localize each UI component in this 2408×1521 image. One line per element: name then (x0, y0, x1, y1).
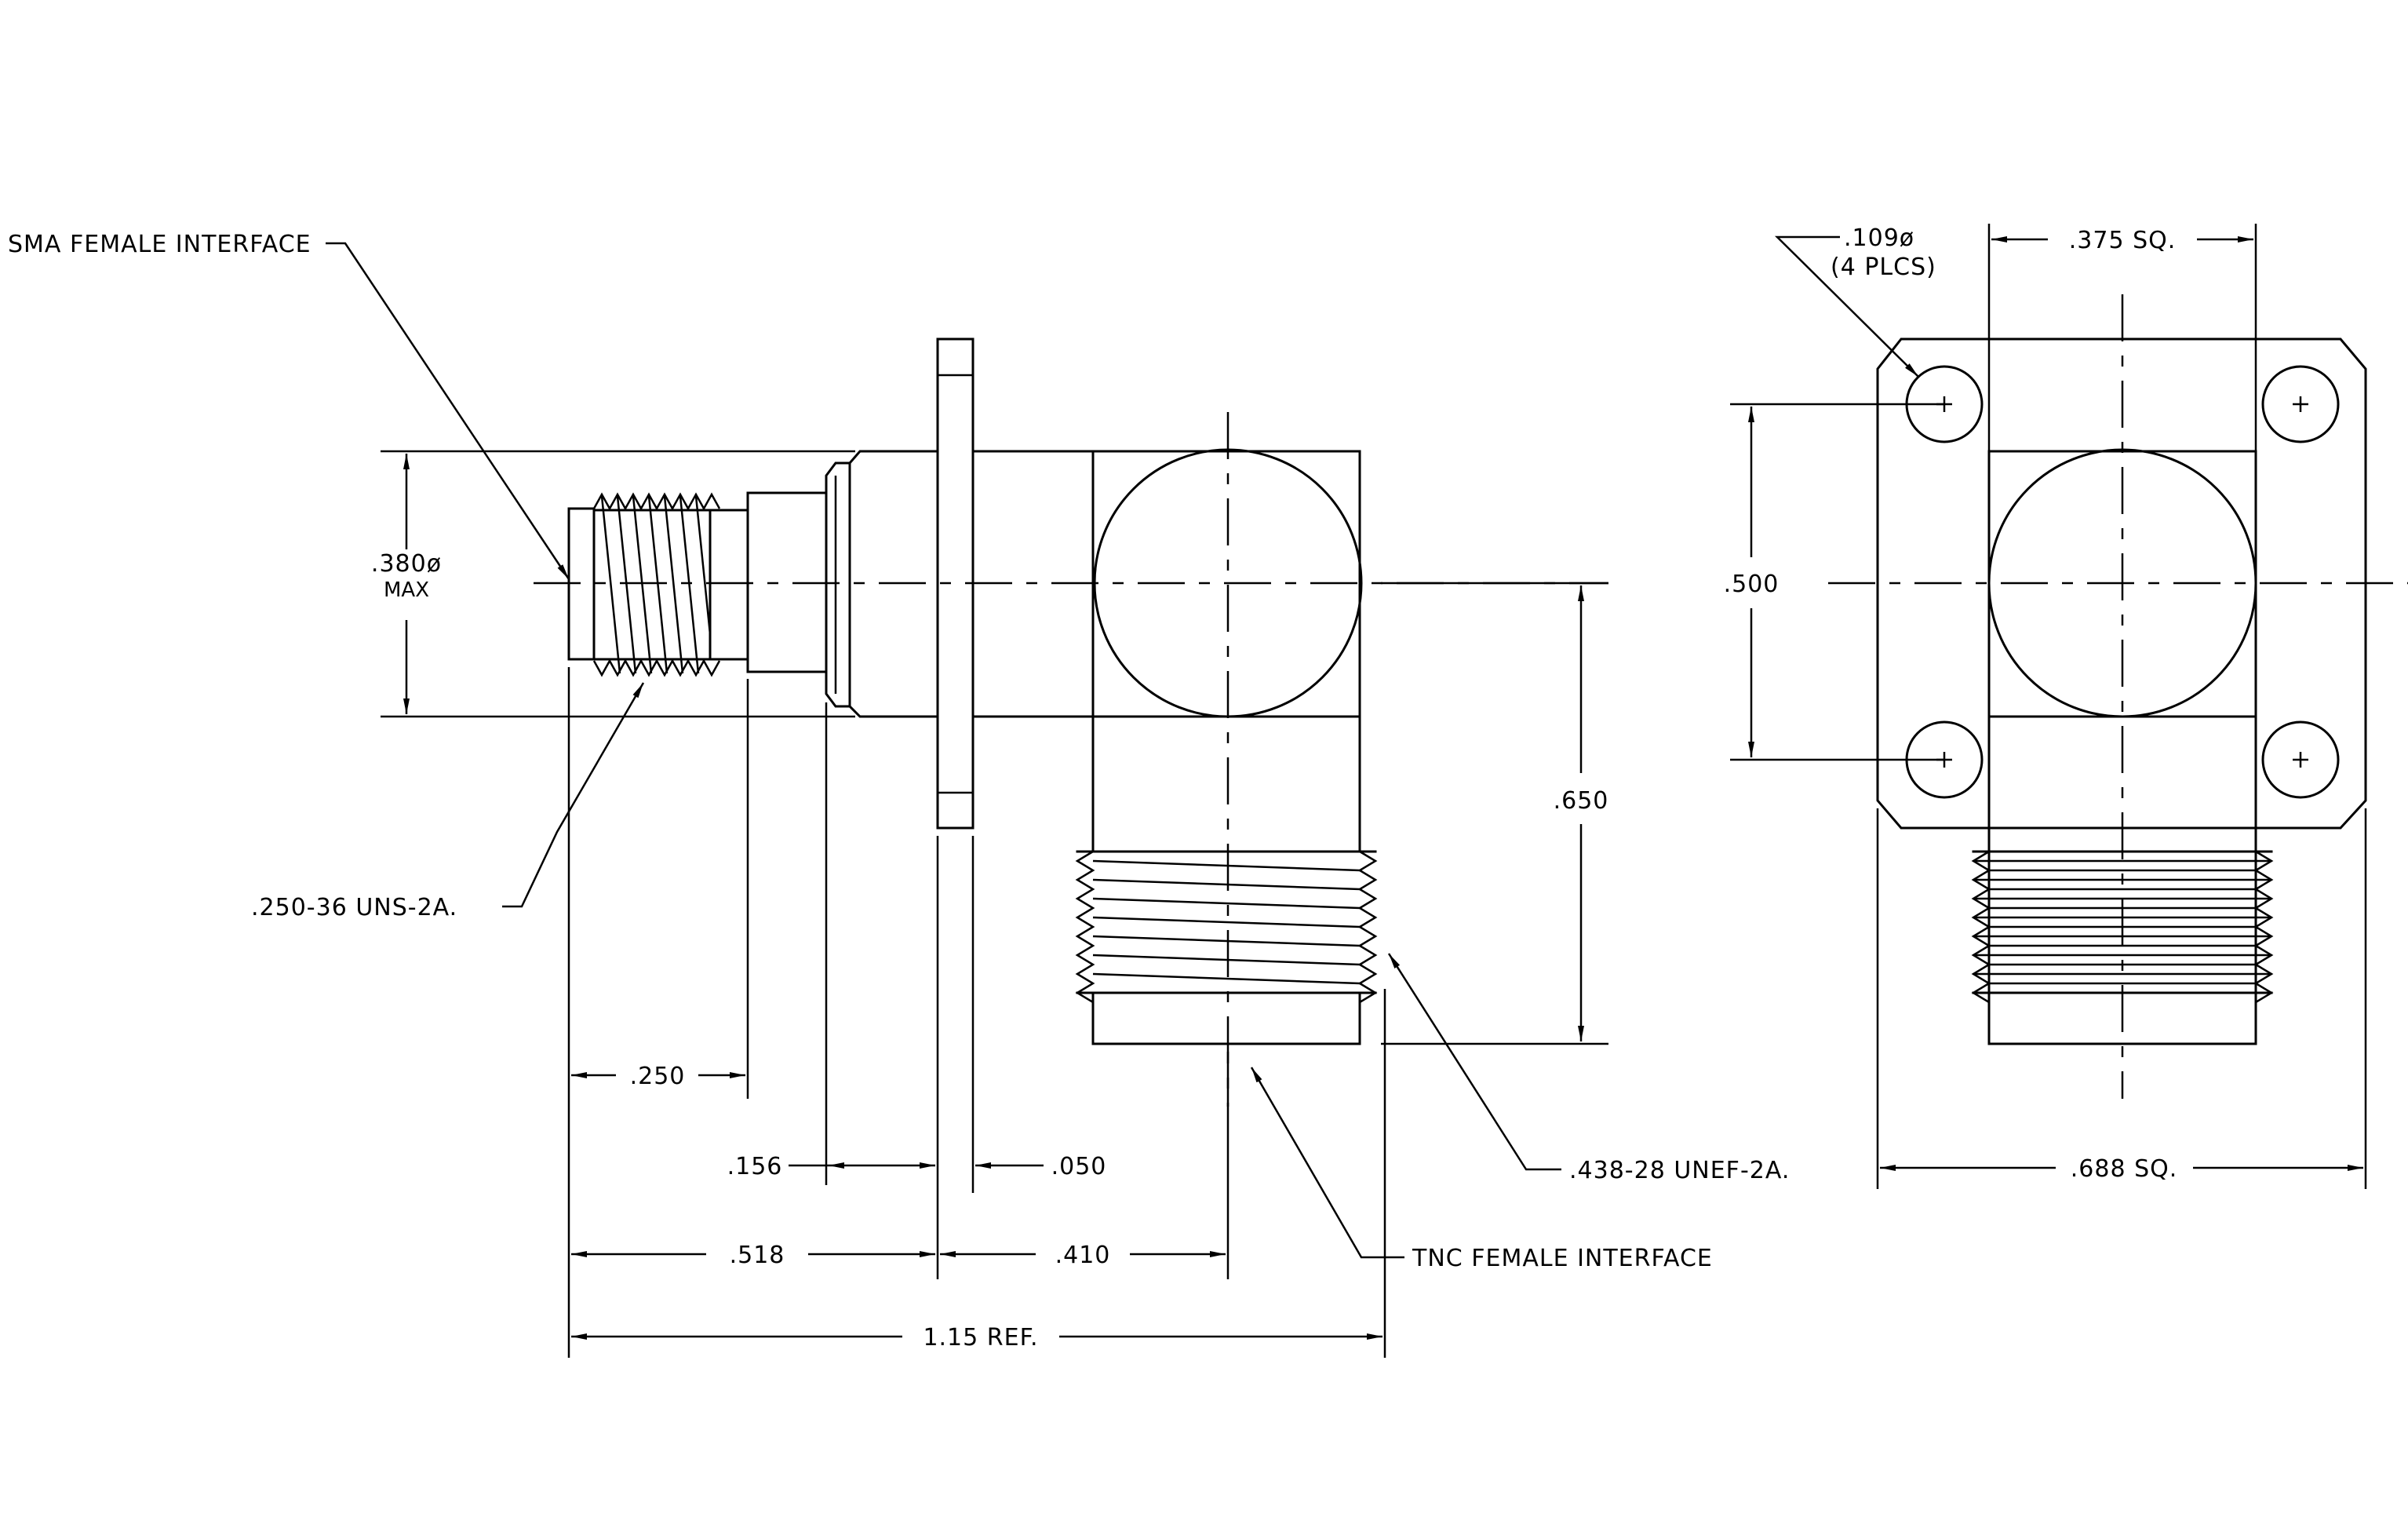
dim-650-label: .650 (1554, 787, 1609, 815)
tnc-thread-crest-right (1357, 850, 1378, 1004)
tnc-block (1091, 450, 1361, 853)
dim-500-label: .500 (1724, 571, 1780, 598)
thread-250-label: .250-36 UNS-2A. (251, 894, 457, 921)
tnc-thread-lines (1092, 859, 1361, 985)
sma-thread-crest-top (592, 492, 721, 511)
sma-thread-crest-bottom (592, 658, 721, 677)
sma-thread-lines (600, 495, 712, 674)
dim-375-label: .375 SQ. (2069, 227, 2177, 254)
tnc-interface-leader (1250, 1067, 1404, 1259)
sma-neck (709, 509, 749, 661)
hole-109-label: .109ø (1844, 224, 1914, 252)
dim-380-label: .380ø (371, 550, 442, 578)
hole-plcs-label: (4 PLCS) (1831, 254, 1936, 281)
tnc-thread-crest-left (1075, 850, 1095, 1004)
front-view: .375 SQ. .500 .688 SQ. .109ø (4 PLCS) (1724, 224, 2408, 1189)
dim-115-label: 1.15 REF. (923, 1324, 1038, 1351)
front-flange (1876, 337, 2367, 830)
dim-156-label: .156 (727, 1153, 783, 1180)
dim-688-label: .688 SQ. (2071, 1155, 2178, 1183)
dim-250-label: .250 (630, 1063, 686, 1090)
thread-438-leader (1387, 953, 1561, 1171)
sma-interface-label: SMA FEMALE INTERFACE (8, 231, 311, 258)
tnc-front (1091, 991, 1361, 1045)
extension-lines (381, 450, 1608, 1358)
tnc-interface-label: TNC FEMALE INTERFACE (1412, 1245, 1713, 1272)
dim-410-label: .410 (1055, 1242, 1111, 1269)
thread-250-leader (502, 682, 645, 908)
dim-050-label: .050 (1051, 1153, 1107, 1180)
sma-collar (825, 461, 851, 708)
dim-380-max-label: MAX (384, 578, 429, 602)
side-view: .380ø MAX .650 .250 .156 .050 .518 .410 … (8, 231, 1790, 1358)
dim-518-label: .518 (730, 1242, 785, 1269)
sma-interface-leader (326, 242, 570, 580)
hole-109-leader (1774, 235, 1919, 378)
thread-438-label: .438-28 UNEF-2A. (1569, 1157, 1790, 1184)
